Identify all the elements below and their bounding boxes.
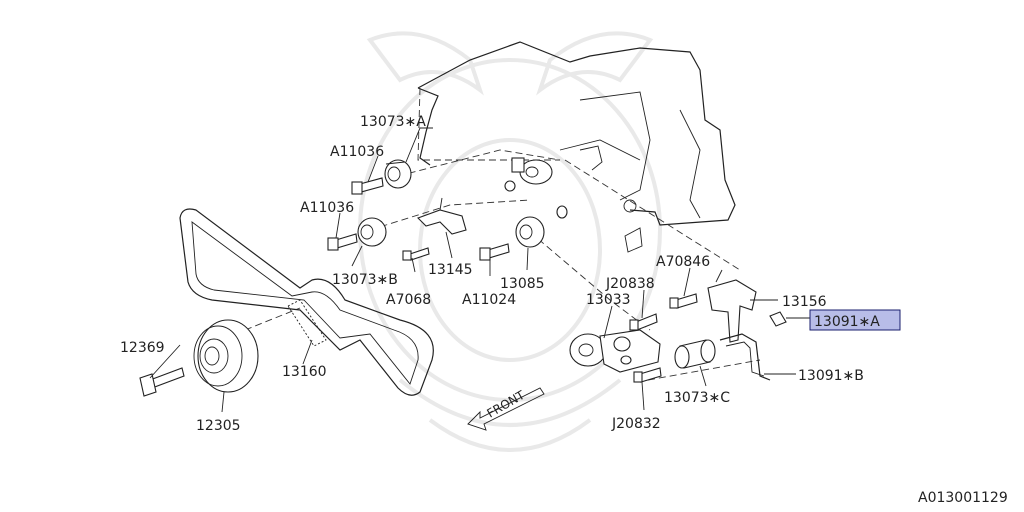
idler-pulley-a [384, 159, 412, 189]
idler-pulley-b [357, 217, 387, 247]
label-13160[interactable]: 13160 [282, 364, 327, 380]
label-a11036-mid[interactable]: A11036 [300, 200, 354, 216]
highlight-box-13091a [809, 309, 901, 331]
bolt-j20838 [629, 313, 658, 331]
bracket-13145 [417, 197, 467, 235]
label-a11024[interactable]: A11024 [462, 292, 516, 308]
label-13073a[interactable]: 13073∗A [360, 114, 426, 130]
idler-pulley-c [674, 339, 716, 369]
label-13073c[interactable]: 13073∗C [664, 390, 730, 406]
label-13145[interactable]: 13145 [428, 262, 473, 278]
label-a7068[interactable]: A7068 [386, 292, 431, 308]
idler-pulley-13085 [515, 205, 568, 248]
diagram-id: A013001129 [918, 490, 1008, 506]
part-labels: 13073∗A A11036 A11036 13073∗B A7068 1314… [120, 114, 901, 434]
part-13091a [769, 311, 787, 327]
tensioner-13033 [569, 329, 661, 373]
bolt-a11024 [479, 243, 510, 261]
label-12305[interactable]: 12305 [196, 418, 241, 434]
label-13156[interactable]: 13156 [782, 294, 827, 310]
label-13091b[interactable]: 13091∗B [798, 368, 864, 384]
bolt-a7068 [402, 247, 430, 261]
bracket-13156 [707, 269, 757, 343]
timing-belt-13160 [179, 208, 434, 396]
cam-pulley-cluster [504, 145, 603, 192]
label-12369[interactable]: 12369 [120, 340, 165, 356]
front-arrow-label: FRONT [485, 388, 528, 421]
label-a70846[interactable]: A70846 [656, 254, 710, 270]
bolt-j20832 [633, 367, 662, 383]
bracket-13091b [719, 333, 771, 381]
label-13073b[interactable]: 13073∗B [332, 272, 398, 288]
label-a11036-top[interactable]: A11036 [330, 144, 384, 160]
crank-pulley-12305 [193, 319, 259, 393]
label-j20832[interactable]: J20832 [611, 416, 661, 432]
label-j20838[interactable]: J20838 [605, 276, 655, 292]
label-13085[interactable]: 13085 [500, 276, 545, 292]
label-13091a[interactable]: 13091∗A [814, 314, 880, 330]
bolt-a70846 [669, 293, 698, 309]
label-leader-lines [149, 127, 810, 413]
watermark-emblem [358, 31, 662, 452]
bolt-a11036-top [351, 177, 384, 195]
engine-block-outline [417, 41, 736, 253]
crank-bolt-12369 [139, 367, 185, 397]
label-13033[interactable]: 13033 [586, 292, 631, 308]
bolt-a11036-mid [327, 233, 358, 251]
dashed-leader-lines [244, 87, 761, 381]
